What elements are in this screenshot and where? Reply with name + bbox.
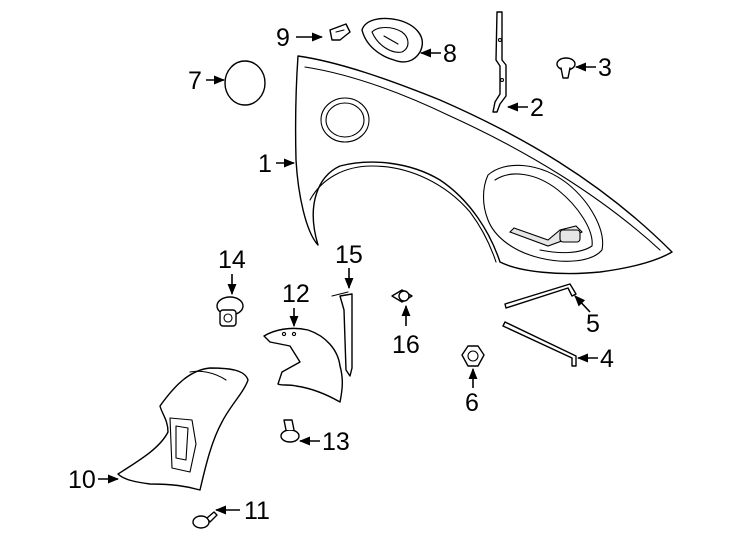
trim-strip-part — [331, 291, 353, 377]
callout-8: 8 — [443, 40, 457, 68]
small-clip-part — [329, 23, 351, 41]
callout-15: 15 — [335, 241, 363, 269]
callout-11: 11 — [244, 497, 270, 525]
callout-16: 16 — [392, 331, 420, 359]
nut-part — [461, 345, 485, 367]
callout-7: 7 — [188, 67, 202, 95]
leader-5 — [574, 295, 591, 313]
callout-13: 13 — [322, 428, 350, 456]
callout-5: 5 — [586, 310, 600, 338]
rod-part-5 — [504, 283, 577, 309]
callout-14: 14 — [218, 246, 246, 274]
fuel-housing-part — [361, 17, 423, 63]
callout-1: 1 — [258, 150, 272, 178]
callout-2: 2 — [530, 94, 544, 122]
callout-6: 6 — [465, 389, 479, 417]
grommet-part — [216, 296, 244, 327]
callout-9: 9 — [276, 24, 290, 52]
callout-4: 4 — [600, 345, 614, 373]
callout-12: 12 — [282, 280, 310, 308]
bracket-part — [492, 11, 507, 113]
clip-part — [556, 57, 576, 79]
fender-part — [294, 55, 673, 275]
cap-part — [224, 60, 266, 106]
splash-shield-part — [263, 327, 343, 403]
screw-part — [391, 289, 413, 303]
push-pin-part-13 — [280, 419, 300, 443]
callout-3: 3 — [598, 54, 612, 82]
push-pin-part-11 — [192, 511, 218, 529]
callout-labels: 1 2 3 4 5 6 7 8 9 10 11 12 13 14 15 16 — [68, 24, 614, 525]
liner-part — [117, 367, 249, 491]
rod-part-4 — [502, 321, 577, 367]
leader-lines — [98, 32, 598, 515]
callout-10: 10 — [68, 466, 96, 494]
